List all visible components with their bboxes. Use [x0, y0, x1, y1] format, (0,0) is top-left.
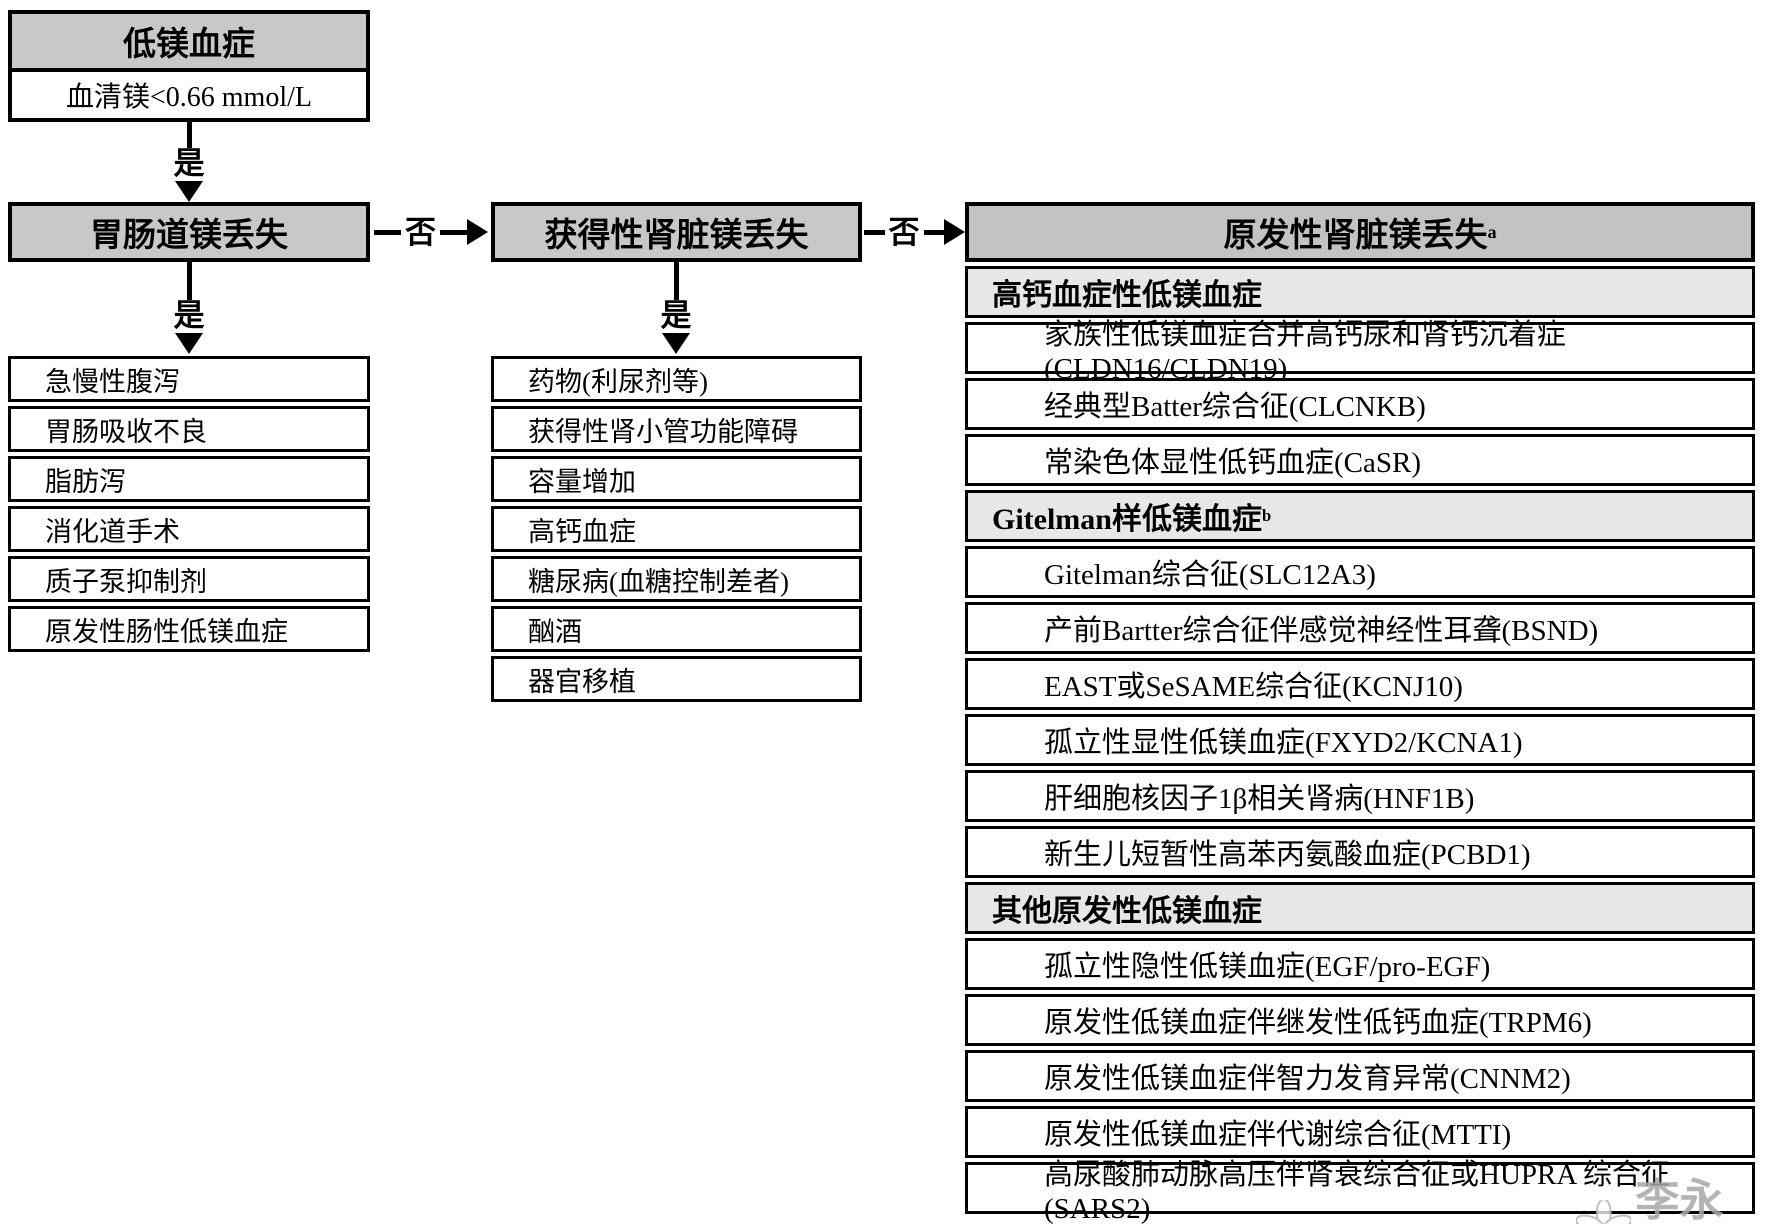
list-item: 脂肪泻	[8, 456, 370, 502]
acquired-renal-box: 获得性肾脏镁丢失	[491, 202, 862, 262]
yes-label: 是	[173, 146, 205, 182]
list-item: 容量增加	[491, 456, 862, 502]
panel-title: 原发性肾脏镁丢失	[1223, 218, 1488, 254]
arrow-stem	[440, 229, 467, 235]
arrow-stem	[923, 229, 944, 235]
list-item: Gitelman综合征(SLC12A3)	[965, 546, 1755, 598]
list-item: 原发性肠性低镁血症	[8, 606, 370, 652]
list-item: 质子泵抑制剂	[8, 556, 370, 602]
section-header-label: 其他原发性低镁血症	[992, 895, 1262, 928]
section-header: 其他原发性低镁血症	[965, 882, 1755, 934]
arrow-down-icon	[662, 333, 690, 354]
list-item: 原发性低镁血症伴继发性低钙血症(TRPM6)	[965, 994, 1755, 1046]
list-item: 新生儿短暂性高苯丙氨酸血症(PCBD1)	[965, 826, 1755, 878]
arrow-right-icon	[944, 219, 965, 245]
arrow-down-icon	[175, 333, 203, 354]
list-item: 消化道手术	[8, 506, 370, 552]
section-header-label: 高钙血症性低镁血症	[992, 279, 1262, 312]
arrow-stem	[186, 122, 192, 149]
list-item: 常染色体显性低钙血症(CaSR)	[965, 434, 1755, 486]
no-arrow-2: 否	[864, 210, 965, 254]
list-item: 肝细胞核因子1β相关肾病(HNF1B)	[965, 770, 1755, 822]
no-label: 否	[405, 214, 436, 250]
acquired-list: 药物(利尿剂等) 获得性肾小管功能障碍 容量增加 高钙血症 糖尿病(血糖控制差者…	[491, 356, 862, 702]
arrow-stem	[673, 262, 679, 301]
yes-arrow-acquired: 是	[644, 262, 708, 354]
arrow-stem	[374, 229, 401, 235]
yes-arrow-root: 是	[157, 122, 221, 202]
yes-label: 是	[660, 298, 692, 334]
list-item: 酗酒	[491, 606, 862, 652]
list-item: 产前Bartter综合征伴感觉神经性耳聋(BSND)	[965, 602, 1755, 654]
list-item: 获得性肾小管功能障碍	[491, 406, 862, 452]
list-item: 胃肠吸收不良	[8, 406, 370, 452]
root-title: 低镁血症	[12, 14, 366, 72]
list-item: 急慢性腹泻	[8, 356, 370, 402]
root-box: 低镁血症 血清镁<0.66 mmol/L	[8, 10, 370, 122]
arrow-stem	[186, 262, 192, 301]
list-item: 高尿酸肺动脉高压伴肾衰综合征或HUPRA 综合征(SARS2)	[965, 1159, 1755, 1224]
list-item: 糖尿病(血糖控制差者)	[491, 556, 862, 602]
arrow-right-icon	[467, 219, 488, 245]
yes-arrow-gi: 是	[157, 262, 221, 354]
list-item: 器官移植	[491, 656, 862, 702]
list-item: 原发性低镁血症伴智力发育异常(CNNM2)	[965, 1050, 1755, 1102]
yes-label: 是	[173, 298, 205, 334]
section-header-label: Gitelman样低镁血症	[992, 503, 1262, 536]
list-item: 孤立性隐性低镁血症(EGF/pro-EGF)	[965, 938, 1755, 990]
list-item: 经典型Batter综合征(CLCNKB)	[965, 378, 1755, 430]
list-item: 家族性低镁血症合并高钙尿和肾钙沉着症(CLDN16/CLDN19)	[965, 319, 1755, 385]
gi-loss-box: 胃肠道镁丢失	[8, 202, 370, 262]
arrow-down-icon	[175, 181, 203, 202]
arrow-stem	[864, 229, 885, 235]
list-item: 原发性低镁血症伴代谢综合征(MTTI)	[965, 1106, 1755, 1158]
list-item: 药物(利尿剂等)	[491, 356, 862, 402]
list-item: 高钙血症	[491, 506, 862, 552]
list-item: EAST或SeSAME综合征(KCNJ10)	[965, 658, 1755, 710]
list-item: 孤立性显性低镁血症(FXYD2/KCNA1)	[965, 714, 1755, 766]
gi-list: 急慢性腹泻 胃肠吸收不良 脂肪泻 消化道手术 质子泵抑制剂 原发性肠性低镁血症	[8, 356, 370, 652]
no-label: 否	[888, 214, 920, 250]
no-arrow-1: 否	[374, 210, 488, 254]
section-header: 高钙血症性低镁血症	[965, 266, 1755, 318]
root-criteria: 血清镁<0.66 mmol/L	[12, 72, 366, 118]
